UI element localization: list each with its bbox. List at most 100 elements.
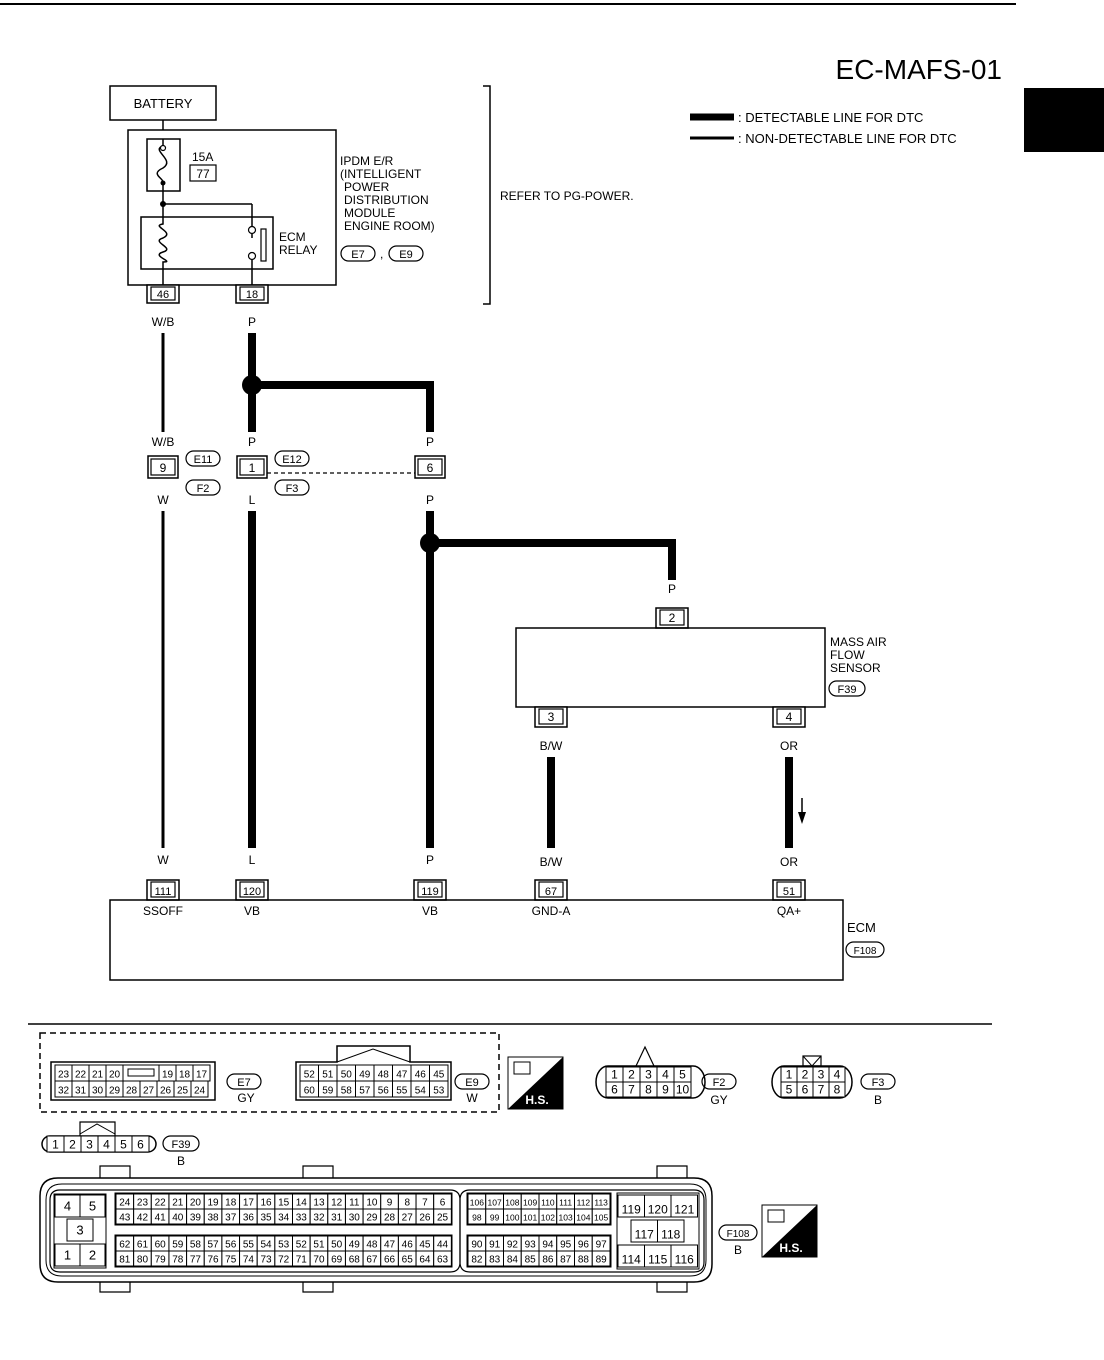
- wire-p-branch: [252, 381, 434, 432]
- svg-text:POWER: POWER: [344, 180, 390, 194]
- svg-text:MASS AIR: MASS AIR: [830, 635, 887, 649]
- e7-pin-30: 30: [92, 1086, 104, 1097]
- f108-pin-67: 67: [366, 1255, 378, 1266]
- e7-pin-19: 19: [162, 1070, 174, 1081]
- conn-e9-oval: [388, 245, 424, 262]
- f2-pin-3: 3: [645, 1068, 652, 1082]
- f108-pin-26: 26: [419, 1213, 431, 1224]
- e7-id: E7: [237, 1077, 250, 1089]
- maf-conn-f39: F39: [838, 684, 857, 696]
- ecm-pin-111: 111: [155, 886, 172, 898]
- f108-pin-9: 9: [387, 1198, 393, 1209]
- battery-label: BATTERY: [134, 96, 193, 111]
- f108-pin-31: 31: [331, 1213, 343, 1224]
- e9-pin-50: 50: [341, 1070, 353, 1081]
- e9-color: W: [466, 1091, 478, 1105]
- e7-pin-28: 28: [126, 1086, 138, 1097]
- f39-pin-5: 5: [120, 1138, 127, 1152]
- f39-id: F39: [172, 1139, 191, 1151]
- f108-pin-64: 64: [419, 1255, 431, 1266]
- maf-sensor-box: [515, 627, 826, 708]
- f108-pin-28: 28: [384, 1213, 396, 1224]
- f108-pin-55: 55: [243, 1240, 255, 1251]
- f108-pin-118: 118: [661, 1228, 680, 1242]
- f2-color: GY: [710, 1093, 727, 1107]
- f3-pin-7: 7: [818, 1083, 825, 1097]
- svg-text:VB: VB: [244, 904, 260, 918]
- f108-pin-109: 109: [523, 1198, 537, 1208]
- e9-id: E9: [465, 1077, 478, 1089]
- e9-pin-55: 55: [396, 1086, 408, 1097]
- f3-pin-5: 5: [786, 1083, 793, 1097]
- f108-pin-11: 11: [349, 1198, 360, 1209]
- f2-id: F2: [713, 1077, 726, 1089]
- svg-text:(INTELLIGENT: (INTELLIGENT: [340, 167, 422, 181]
- f108-pin-45: 45: [419, 1240, 431, 1251]
- relay-coil-icon: [158, 217, 168, 269]
- legend-detectable: : DETECTABLE LINE FOR DTC: [738, 110, 923, 125]
- f108-pin-74: 74: [243, 1255, 255, 1266]
- f108-pin-98: 98: [472, 1213, 482, 1223]
- f2-pin-7: 7: [628, 1083, 635, 1097]
- f108-pin-54: 54: [260, 1240, 272, 1251]
- f108-pin-110: 110: [541, 1198, 555, 1208]
- f108-pin-95: 95: [560, 1240, 572, 1251]
- f108-pin-77: 77: [190, 1255, 202, 1266]
- f108-pin-46: 46: [402, 1240, 414, 1251]
- f108-pin-62: 62: [119, 1240, 131, 1251]
- f108-pin-105: 105: [594, 1213, 608, 1223]
- f108-pin-92: 92: [507, 1240, 519, 1251]
- wire-color-p-4: P: [426, 493, 434, 507]
- e7-pin-31: 31: [75, 1086, 87, 1097]
- f108-pin-15: 15: [278, 1198, 290, 1209]
- f108-color: B: [734, 1243, 742, 1257]
- f108-pin-14: 14: [296, 1198, 308, 1209]
- f108-pin-33: 33: [296, 1213, 308, 1224]
- e9-pin-60: 60: [304, 1086, 316, 1097]
- f108-pin-37: 37: [225, 1213, 237, 1224]
- f108-pin-85: 85: [525, 1255, 537, 1266]
- f39-pin-6: 6: [137, 1138, 144, 1152]
- e7-pin-23: 23: [58, 1070, 70, 1081]
- f108-pin-83: 83: [489, 1255, 501, 1266]
- f39-pin-3: 3: [86, 1138, 93, 1152]
- junction-9-pin: 9: [160, 461, 167, 475]
- hs-badge-icon: H.S.: [507, 1056, 564, 1110]
- f108-pin-89: 89: [596, 1255, 608, 1266]
- svg-text:FLOW: FLOW: [830, 648, 865, 662]
- f108-pin-65: 65: [402, 1255, 414, 1266]
- f108-pin-104: 104: [576, 1213, 590, 1223]
- f108-pin-20: 20: [190, 1198, 202, 1209]
- ipdm-name: IPDM E/R (INTELLIGENT POWER DISTRIBUTION…: [340, 154, 435, 233]
- f108-pin-60: 60: [155, 1240, 167, 1251]
- f108-pin-25: 25: [437, 1213, 449, 1224]
- f108-pin-116: 116: [675, 1253, 694, 1267]
- f108-pin-107: 107: [488, 1198, 502, 1208]
- relay-label-2: RELAY: [279, 243, 317, 257]
- e9-pin-47: 47: [396, 1070, 408, 1081]
- f108-pin-113: 113: [594, 1198, 608, 1208]
- e7-pin-21: 21: [92, 1070, 104, 1081]
- f108-pin-93: 93: [525, 1240, 537, 1251]
- f108-pin-16: 16: [260, 1198, 272, 1209]
- ecm-pin-120: 120: [243, 886, 261, 898]
- e9-pin-48: 48: [378, 1070, 390, 1081]
- ecm-pin-119: 119: [421, 886, 439, 898]
- wire-color-or-2: OR: [780, 855, 798, 869]
- conn-comma: ,: [380, 247, 383, 261]
- relay-contact-icon: [260, 228, 267, 262]
- e7-pin-20: 20: [109, 1070, 121, 1081]
- f108-pin-22: 22: [155, 1198, 167, 1209]
- f3-id: F3: [872, 1077, 885, 1089]
- f108-pin-42: 42: [137, 1213, 149, 1224]
- f108-pin-69: 69: [331, 1255, 343, 1266]
- e7-pin-24: 24: [194, 1086, 206, 1097]
- ecm-pin-labels: SSOFF VB VB GND-A QA+: [143, 904, 801, 918]
- e7-pin-32: 32: [58, 1086, 70, 1097]
- f108-pin-120: 120: [648, 1203, 668, 1217]
- ecm-conn-f108: F108: [854, 946, 877, 957]
- maf-pin-3: 3: [548, 710, 555, 724]
- f108-pin-47: 47: [384, 1240, 396, 1251]
